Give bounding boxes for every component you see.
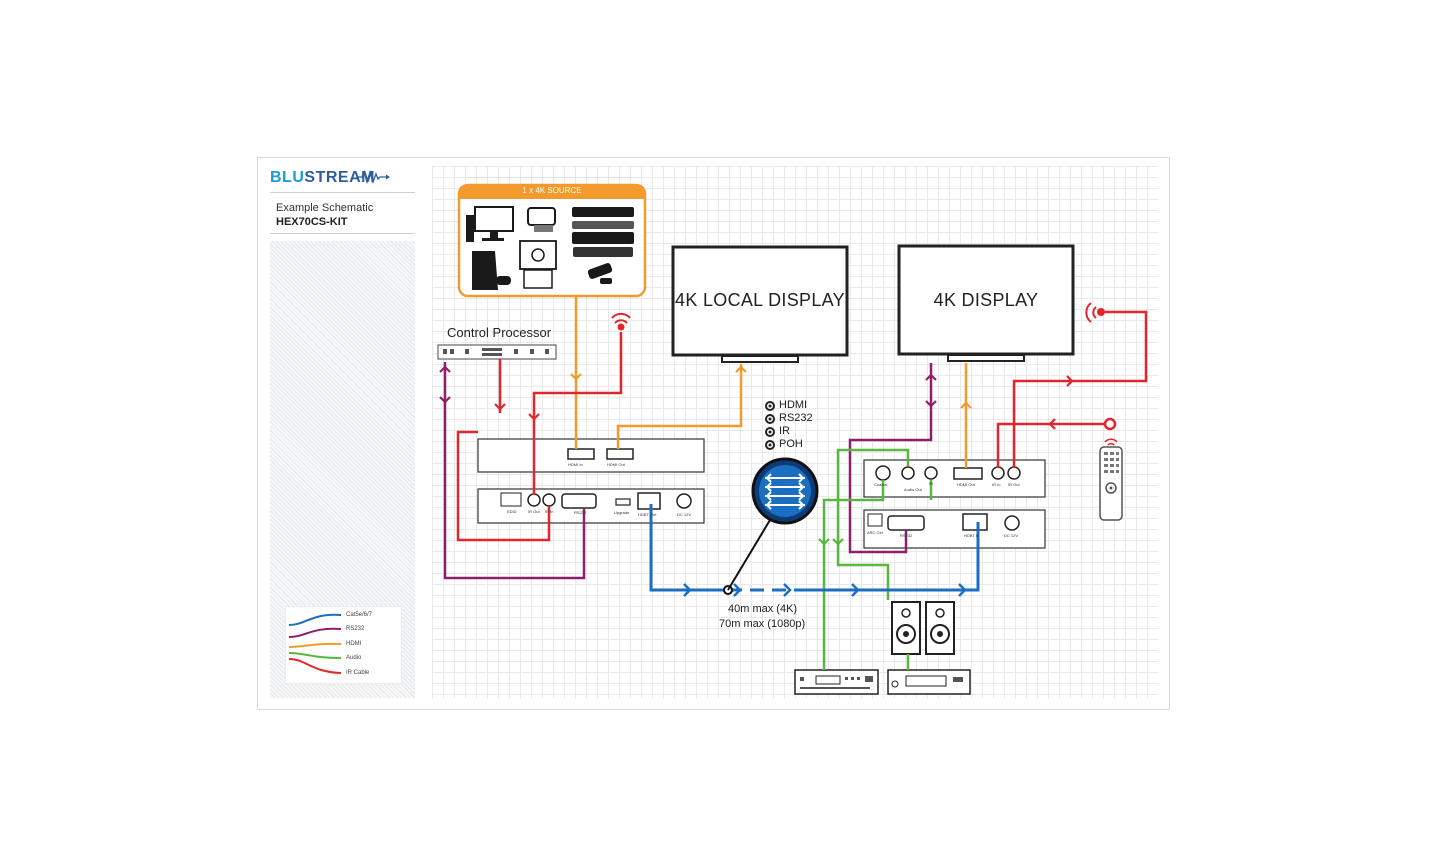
legend-label: Cat5e/6/7: [346, 612, 373, 618]
tx-port-label: HDMI Out: [607, 462, 625, 467]
rx-port-label: ARC Ctrl: [867, 530, 883, 535]
schematic-subtitle: Example Schematic: [276, 202, 374, 214]
legend-curve-hdmi: [288, 642, 342, 648]
legend-label: IR Cable: [346, 670, 370, 676]
key-label-poh: POH: [779, 438, 803, 450]
transmitter-unit: [477, 438, 705, 524]
key-label-hdmi: HDMI: [779, 399, 808, 411]
tx-port-label: DC 12V: [677, 512, 692, 517]
rx-port-label: Coaxial: [874, 482, 888, 487]
legend-curve-audio: [288, 652, 342, 659]
brand-name-a: BLU: [270, 169, 305, 186]
rx-port-label: IR In: [992, 482, 1001, 487]
local-display-label: 4K LOCAL DISPLAY: [675, 290, 845, 310]
receiver-unit: [863, 459, 1046, 549]
hdmi-cables: [574, 296, 968, 468]
control-processor-device: [437, 344, 557, 360]
brand-wave-icon: [358, 170, 390, 184]
key-label-ir: IR: [779, 425, 790, 437]
tx-port-label: IR Out: [528, 509, 540, 514]
brand-logo: BLUSTREAM: [270, 169, 375, 187]
local-display: [671, 245, 849, 363]
cable-magnifier-icon: [727, 457, 819, 591]
ir-emitter-icon: [611, 312, 631, 331]
speakers-icon: [891, 601, 955, 655]
rx-port-label: IR: [929, 481, 933, 486]
source-title: 1 x 4K SOURCE: [522, 186, 582, 195]
rx-port-label: HDMI Out: [957, 482, 975, 487]
signal-key-markers: [765, 401, 775, 450]
source-devices-icon: [466, 206, 634, 290]
cable-legend: Cat5e/6/7 RS232 HDMI Audio IR Cable: [285, 606, 402, 684]
tx-port-label: HDMI In: [568, 462, 583, 467]
source-box: [457, 183, 647, 298]
legend-curves: [288, 613, 342, 674]
sidebar-divider: [270, 233, 415, 234]
rs232-cables: [443, 362, 933, 580]
brand-name-b: STREAM: [304, 169, 375, 186]
rx-port-label: HDBT In: [964, 533, 980, 538]
legend-curve-rs232: [288, 627, 342, 638]
legend-label: RS232: [346, 626, 365, 632]
tx-port-label: IR In: [545, 509, 554, 514]
legend-label: HDMI: [346, 641, 362, 647]
ir-receiver-icon: [1085, 302, 1105, 323]
legend-curve-ir: [288, 658, 342, 674]
remote-display: [897, 244, 1075, 362]
remote-display-label: 4K DISPLAY: [933, 290, 1039, 310]
rx-port-label: RS232: [900, 533, 913, 538]
sidebar: BLUSTREAM Example Schematic HEX70CS-KIT …: [270, 166, 415, 698]
tx-port-label: HDBT Out: [638, 512, 657, 517]
rx-port-label: DC 12V: [1004, 533, 1019, 538]
av-receiver-icon: [794, 669, 879, 695]
legend-label: Audio: [346, 655, 362, 661]
distance-4k: 40m max (4K): [728, 603, 798, 615]
amplifier-icon: [887, 669, 971, 695]
ir-cables: [456, 310, 1148, 542]
tx-port-label: Upgrade: [614, 510, 630, 515]
audio-cables: [822, 448, 933, 670]
legend-curve-cat: [288, 613, 342, 626]
rx-port-label: IR Out: [1008, 482, 1020, 487]
rx-port-label: Audio Out: [904, 487, 922, 492]
tx-port-label: EDID: [507, 509, 517, 514]
remote-control-icon: [1099, 438, 1123, 521]
distance-1080p: 70m max (1080p): [719, 618, 806, 630]
tx-port-label: RS232: [574, 510, 587, 515]
sidebar-divider: [270, 192, 415, 193]
model-name: HEX70CS-KIT: [276, 216, 348, 228]
key-label-rs232: RS232: [779, 412, 813, 424]
control-processor-label: Control Processor: [447, 325, 552, 340]
